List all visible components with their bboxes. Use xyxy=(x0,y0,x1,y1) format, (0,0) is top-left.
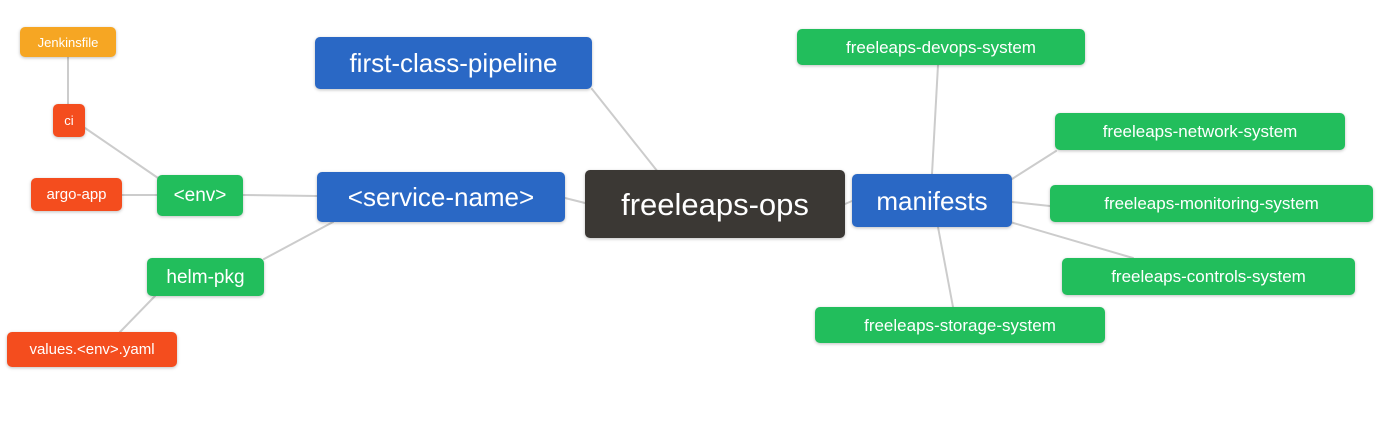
edge-first-class-pipeline-freeleaps-ops xyxy=(591,88,659,173)
node-manifests[interactable]: manifests xyxy=(852,174,1012,227)
node-label: ci xyxy=(64,113,74,128)
node-label: freeleaps-ops xyxy=(621,186,809,222)
node-freeleaps-network-system[interactable]: freeleaps-network-system xyxy=(1055,113,1345,150)
edge-manifests-freeleaps-monitoring-system xyxy=(1011,201,1051,207)
node-label: freeleaps-network-system xyxy=(1102,122,1298,141)
edge-values-env-yaml-helm-pkg xyxy=(119,295,156,333)
node-label: values.<env>.yaml xyxy=(29,341,155,358)
node-freeleaps-monitoring-system[interactable]: freeleaps-monitoring-system xyxy=(1050,185,1373,222)
node-label: helm-pkg xyxy=(166,266,245,288)
edge-manifests-freeleaps-storage-system xyxy=(937,226,954,308)
node-label: freeleaps-devops-system xyxy=(846,37,1036,57)
node-label: freeleaps-monitoring-system xyxy=(1104,194,1319,213)
node-freeleaps-ops[interactable]: freeleaps-ops xyxy=(585,170,845,238)
node-jenkinsfile[interactable]: Jenkinsfile xyxy=(20,27,116,57)
edge-service-name-freeleaps-ops xyxy=(564,197,586,204)
node-label: manifests xyxy=(876,185,988,216)
edge-helm-pkg-service-name xyxy=(263,221,334,260)
node-label: first-class-pipeline xyxy=(349,48,558,78)
node-label: argo-app xyxy=(46,186,107,203)
node-env[interactable]: <env> xyxy=(157,175,243,216)
node-label: freeleaps-controls-system xyxy=(1111,267,1306,286)
node-first-class-pipeline[interactable]: first-class-pipeline xyxy=(315,37,592,89)
edge-manifests-freeleaps-network-system xyxy=(1011,150,1057,180)
node-freeleaps-storage-system[interactable]: freeleaps-storage-system xyxy=(815,307,1105,343)
edge-freeleaps-ops-manifests xyxy=(844,200,853,205)
edge-env-service-name xyxy=(242,194,318,197)
node-values-env-yaml[interactable]: values.<env>.yaml xyxy=(7,332,177,367)
node-label: freeleaps-storage-system xyxy=(864,315,1056,335)
edge-freeleaps-devops-system-manifests xyxy=(931,64,939,175)
node-freeleaps-devops-system[interactable]: freeleaps-devops-system xyxy=(797,29,1085,65)
node-helm-pkg[interactable]: helm-pkg xyxy=(147,258,264,296)
edge-ci-env xyxy=(84,127,159,179)
node-ci[interactable]: ci xyxy=(53,104,85,137)
node-label: <service-name> xyxy=(347,182,535,212)
node-argo-app[interactable]: argo-app xyxy=(31,178,122,211)
node-service-name[interactable]: <service-name> xyxy=(317,172,565,222)
node-label: Jenkinsfile xyxy=(37,34,99,50)
edge-manifests-freeleaps-controls-system xyxy=(1009,221,1134,259)
node-freeleaps-controls-system[interactable]: freeleaps-controls-system xyxy=(1062,258,1355,295)
node-label: <env> xyxy=(173,185,227,206)
